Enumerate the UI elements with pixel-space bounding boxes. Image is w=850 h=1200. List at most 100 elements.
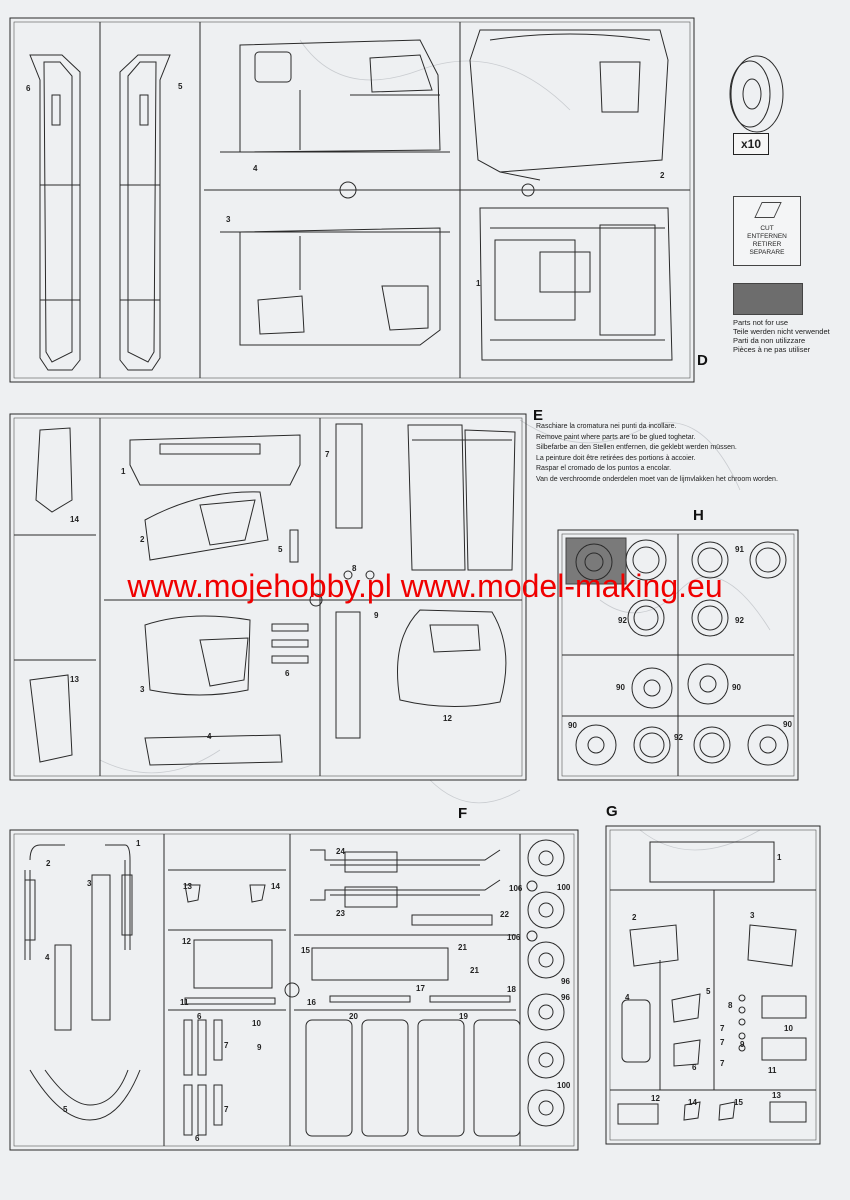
sprue-frame-h xyxy=(557,529,799,781)
svg-text:3: 3 xyxy=(87,879,92,888)
sprue-label-e: E xyxy=(533,407,544,424)
svg-text:7: 7 xyxy=(224,1105,229,1114)
svg-text:1: 1 xyxy=(777,853,782,862)
svg-text:15: 15 xyxy=(301,946,310,955)
svg-text:7: 7 xyxy=(720,1059,725,1068)
svg-text:15: 15 xyxy=(734,1098,743,1107)
svg-text:4: 4 xyxy=(253,164,258,173)
svg-text:3: 3 xyxy=(226,215,231,224)
svg-text:14: 14 xyxy=(70,515,79,524)
svg-text:11: 11 xyxy=(768,1066,777,1075)
sprue-label-f: F xyxy=(458,805,468,822)
svg-text:20: 20 xyxy=(349,1012,358,1021)
f-wheels xyxy=(526,839,565,1127)
svg-text:4: 4 xyxy=(45,953,50,962)
not-for-use-de: Teile werden nicht verwendet xyxy=(733,327,830,336)
cut-label-2: ENTFERNEN xyxy=(747,233,787,240)
svg-text:18: 18 xyxy=(507,985,516,994)
svg-text:6: 6 xyxy=(692,1063,697,1072)
svg-text:13: 13 xyxy=(70,675,79,684)
svg-text:90: 90 xyxy=(732,683,741,692)
svg-text:21: 21 xyxy=(470,966,479,975)
chassis-rails xyxy=(29,54,171,371)
svg-text:90: 90 xyxy=(616,683,625,692)
svg-text:22: 22 xyxy=(500,910,509,919)
sprue-label-g: G xyxy=(606,803,618,820)
svg-text:92: 92 xyxy=(735,616,744,625)
sprue-frame-g xyxy=(605,825,821,1145)
svg-text:100: 100 xyxy=(557,1081,571,1090)
not-for-use-it: Parti da non utilizzare xyxy=(733,336,806,345)
not-for-use-swatch xyxy=(733,283,803,315)
svg-text:6: 6 xyxy=(26,84,31,93)
svg-text:96: 96 xyxy=(561,993,570,1002)
svg-text:6: 6 xyxy=(285,669,290,678)
svg-text:9: 9 xyxy=(257,1043,262,1052)
svg-text:8: 8 xyxy=(352,564,357,573)
chrome-note-en: Remove paint where parts are to be glued… xyxy=(536,433,696,441)
wheel-rims xyxy=(575,539,789,766)
chrome-note-fr: La peinture doit être retirées des porti… xyxy=(536,454,696,462)
svg-text:2: 2 xyxy=(46,859,51,868)
sprue-label-h: H xyxy=(693,507,704,524)
not-for-use-legend: Parts not for use Teile werden nicht ver… xyxy=(733,318,833,354)
svg-text:13: 13 xyxy=(772,1091,781,1100)
chrome-note-es: Raspar el cromado de los puntos a encola… xyxy=(536,465,672,472)
tire-icon xyxy=(729,55,784,133)
svg-text:13: 13 xyxy=(183,882,192,891)
svg-text:14: 14 xyxy=(271,882,280,891)
svg-text:5: 5 xyxy=(706,987,711,996)
svg-text:106: 106 xyxy=(507,933,521,942)
svg-text:5: 5 xyxy=(63,1105,68,1114)
svg-text:12: 12 xyxy=(443,714,452,723)
cut-label-4: SEPARARE xyxy=(749,249,785,256)
cab-side-left xyxy=(220,39,450,153)
svg-text:16: 16 xyxy=(307,998,316,1007)
cab-side-right xyxy=(220,227,450,346)
svg-text:90: 90 xyxy=(568,721,577,730)
svg-text:2: 2 xyxy=(632,913,637,922)
cut-label-3: RETIRER xyxy=(752,241,782,248)
svg-text:2: 2 xyxy=(140,535,145,544)
svg-text:100: 100 xyxy=(557,883,571,892)
svg-text:14: 14 xyxy=(688,1098,697,1107)
sprue-frame-f xyxy=(9,829,579,1151)
svg-text:3: 3 xyxy=(140,685,145,694)
f-parts xyxy=(24,844,521,1137)
cut-label-1: CUT xyxy=(760,225,774,232)
e-parts xyxy=(29,423,516,766)
svg-text:90: 90 xyxy=(783,720,792,729)
watermark-text: www.mojehobby.pl www.model-making.eu xyxy=(127,568,723,604)
cut-icon xyxy=(754,202,782,218)
svg-text:10: 10 xyxy=(784,1024,793,1033)
svg-text:4: 4 xyxy=(625,993,630,1002)
svg-text:91: 91 xyxy=(735,545,744,554)
svg-text:5: 5 xyxy=(278,545,283,554)
not-for-use-fr: Pièces à ne pas utiliser xyxy=(733,345,811,354)
background-texture xyxy=(99,39,771,851)
svg-text:12: 12 xyxy=(651,1094,660,1103)
svg-text:12: 12 xyxy=(182,937,191,946)
svg-text:1: 1 xyxy=(476,279,481,288)
svg-text:7: 7 xyxy=(325,450,330,459)
svg-text:8: 8 xyxy=(728,1001,733,1010)
svg-text:5: 5 xyxy=(178,82,183,91)
cut-legend: CUT ENTFERNEN RETIRER SEPARARE xyxy=(733,196,801,266)
svg-text:7: 7 xyxy=(720,1024,725,1033)
svg-text:96: 96 xyxy=(561,977,570,986)
svg-text:19: 19 xyxy=(459,1012,468,1021)
svg-text:11: 11 xyxy=(180,998,189,1007)
svg-text:9: 9 xyxy=(374,611,379,620)
tire-count-badge: x10 xyxy=(733,133,769,155)
svg-text:6: 6 xyxy=(197,1012,202,1021)
svg-text:24: 24 xyxy=(336,847,345,856)
chrome-note-nl: Van de verchroomde onderdelen moet van d… xyxy=(536,475,778,483)
sprue-frame-d xyxy=(9,17,695,383)
g-parts xyxy=(617,841,807,1125)
chrome-note: Raschiare la cromatura nei punti da inco… xyxy=(536,422,796,485)
svg-text:92: 92 xyxy=(618,616,627,625)
svg-text:9: 9 xyxy=(740,1040,745,1049)
